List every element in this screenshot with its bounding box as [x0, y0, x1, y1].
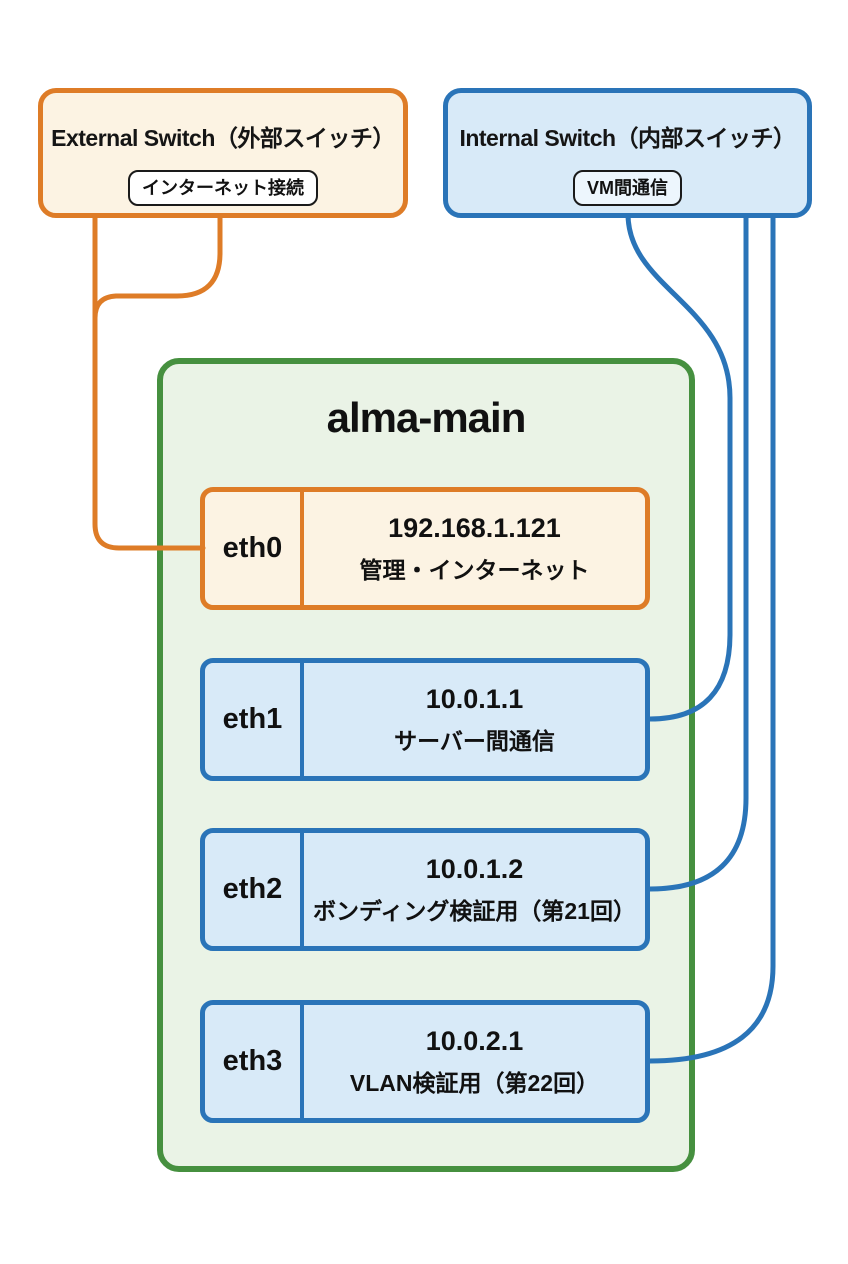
- external-switch-box: External Switch（外部スイッチ） インターネット接続: [38, 88, 408, 218]
- internal-switch-title: Internal Switch（内部スイッチ）: [459, 125, 796, 151]
- interface-ip: 192.168.1.121: [388, 512, 561, 543]
- interface-row-eth3: eth3 10.0.2.1 VLAN検証用（第22回）: [200, 1000, 650, 1123]
- interface-row-eth1: eth1 10.0.1.1 サーバー間通信: [200, 658, 650, 781]
- interface-row-eth0: eth0 192.168.1.121 管理・インターネット: [200, 487, 650, 610]
- alma-main-box: alma-main eth0 192.168.1.121 管理・インターネット …: [157, 358, 695, 1172]
- internal-switch-box: Internal Switch（内部スイッチ） VM間通信: [443, 88, 812, 218]
- external-switch-title: External Switch（外部スイッチ）: [51, 125, 395, 151]
- interface-name: eth3: [205, 1005, 304, 1118]
- interface-name: eth0: [205, 492, 304, 605]
- interface-description: 管理・インターネット: [359, 556, 590, 583]
- interface-detail: 10.0.2.1 VLAN検証用（第22回）: [304, 1005, 645, 1118]
- host-title: alma-main: [326, 394, 527, 441]
- interface-name: eth1: [205, 663, 304, 776]
- internal-switch-badge: VM間通信: [573, 170, 682, 206]
- interface-row-eth2: eth2 10.0.1.2 ボンディング検証用（第21回）: [200, 828, 650, 951]
- interface-ip: 10.0.1.1: [425, 683, 524, 714]
- interface-detail: 10.0.1.1 サーバー間通信: [304, 663, 645, 776]
- interface-detail: 10.0.1.2 ボンディング検証用（第21回）: [304, 833, 645, 946]
- interface-description: サーバー間通信: [394, 727, 555, 754]
- external-switch-badge: インターネット接続: [128, 170, 318, 206]
- interface-detail: 192.168.1.121 管理・インターネット: [304, 492, 645, 605]
- interface-ip: 10.0.1.2: [425, 853, 524, 884]
- interface-name: eth2: [205, 833, 304, 946]
- interface-description: ボンディング検証用（第21回）: [313, 897, 636, 924]
- interface-description: VLAN検証用（第22回）: [349, 1069, 600, 1096]
- interface-ip: 10.0.2.1: [425, 1025, 524, 1056]
- connector-external-branch: [92, 211, 223, 321]
